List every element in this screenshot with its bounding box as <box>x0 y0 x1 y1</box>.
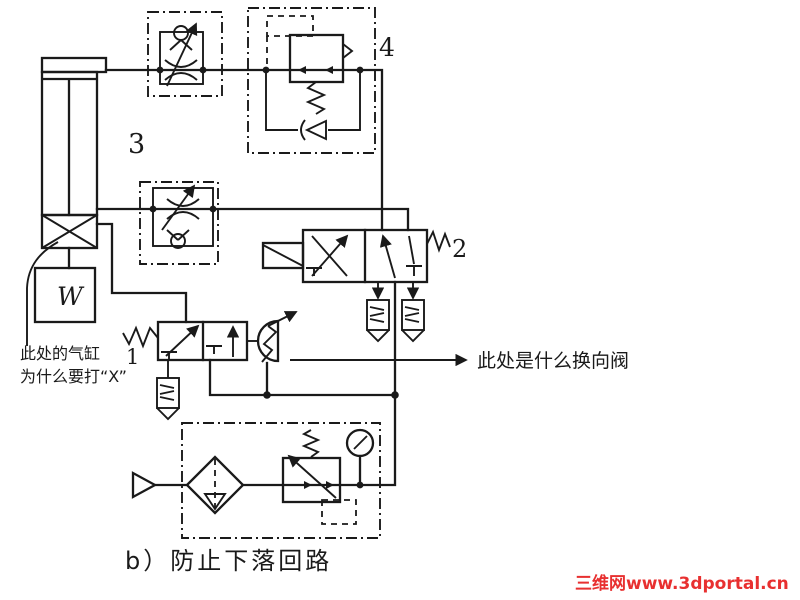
return-spring <box>122 325 159 349</box>
pipe-lines <box>95 66 410 489</box>
annotations: 此处是什么换向阀 此处的气缸 为什么要打“X” <box>20 344 629 386</box>
valve2-label: 2 <box>452 235 467 263</box>
filter <box>185 455 245 515</box>
directional-valve-2: 2 <box>261 228 467 343</box>
exhaust-triangle <box>342 42 354 60</box>
cylinder-label: 3 <box>128 129 145 160</box>
pressure-gauge <box>345 428 375 458</box>
left-annotation-line2: 为什么要打“X” <box>20 367 127 386</box>
flow-control-valve-bottom <box>139 181 219 265</box>
spring <box>301 429 321 458</box>
check-ball <box>170 233 186 249</box>
figure-caption: b）防止下落回路 <box>125 547 332 575</box>
return-spring <box>426 229 451 253</box>
pilot-valve-1: 1 <box>122 311 298 421</box>
right-annotation: 此处是什么换向阀 <box>477 350 629 372</box>
throttle <box>164 59 198 81</box>
silencer <box>401 299 425 343</box>
spring <box>305 81 327 115</box>
pressure-regulator <box>281 429 357 525</box>
weight-label: W <box>57 282 85 311</box>
regulator-label: 4 <box>379 33 395 62</box>
silencer <box>156 377 180 421</box>
throttle <box>166 198 200 220</box>
air-source-icon <box>131 471 158 499</box>
air-pilot <box>256 319 280 363</box>
valve1-label: 1 <box>126 345 139 369</box>
cylinder: W 3 <box>26 56 145 346</box>
flow-control-valve-top <box>147 11 223 97</box>
check-seat <box>300 119 306 141</box>
silencer <box>366 299 390 343</box>
weight-box <box>33 266 97 324</box>
check-valve <box>304 119 327 141</box>
pressure-regulator-4: 4 <box>247 7 395 154</box>
air-service-unit <box>131 422 381 539</box>
check-ball <box>173 25 189 41</box>
left-annotation-line1: 此处的气缸 <box>20 344 100 363</box>
watermark: 三维网www.3dportal.cn <box>575 573 789 594</box>
leader-line <box>26 241 59 346</box>
